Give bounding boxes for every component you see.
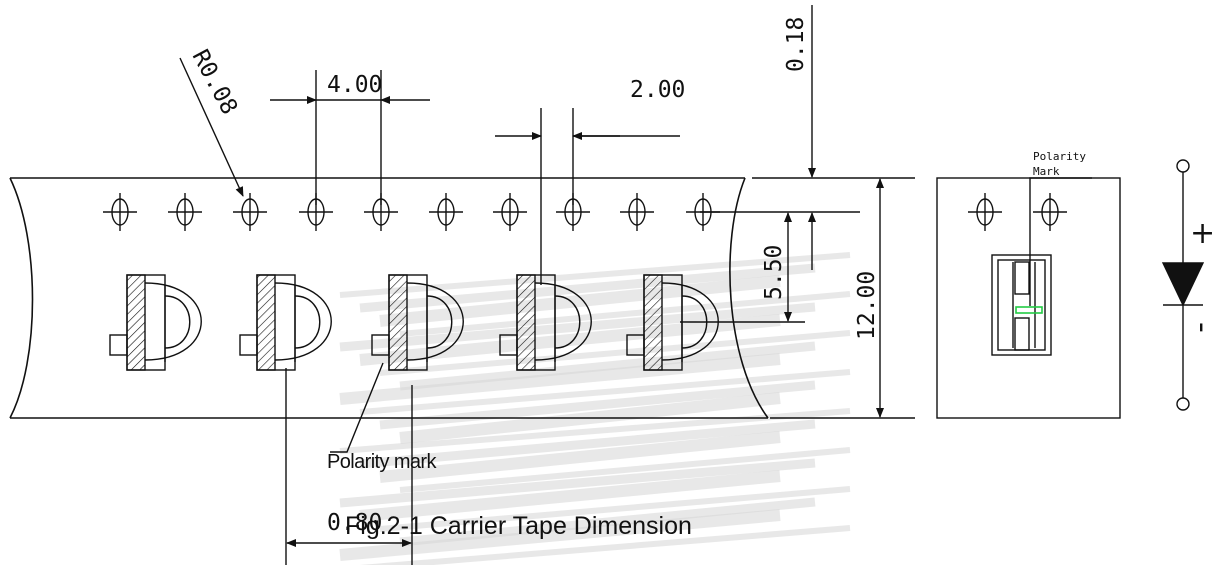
- watermark-streak: [379, 431, 781, 483]
- watermark-streak: [379, 275, 781, 327]
- watermark-streak: [399, 497, 816, 547]
- figure-caption: Fig.2-1 Carrier Tape Dimension: [345, 512, 692, 540]
- dimension-lines: [179, 5, 915, 565]
- watermark-streak: [399, 447, 851, 493]
- component-pockets: [109, 274, 719, 371]
- sprocket-hole: [493, 193, 527, 231]
- carrier-tape: [9, 177, 769, 419]
- bottom-dimension: 0.80: [327, 510, 382, 536]
- led-component: [239, 274, 332, 371]
- sprocket-hole: [233, 193, 267, 231]
- pocket-detail-view: [936, 177, 1121, 419]
- led-component: [499, 274, 592, 371]
- minus-sign: -: [1185, 322, 1218, 333]
- watermark-streak: [339, 509, 781, 561]
- detail-sprocket-holes: [968, 193, 1067, 231]
- center-distance-dimension: 5.50: [761, 245, 787, 300]
- watermark-streak: [399, 291, 851, 337]
- watermark-streak: [359, 314, 781, 366]
- polarity-highlight: [1015, 306, 1043, 314]
- watermark-streak: [359, 470, 781, 522]
- tape-width-dimension: 12.00: [854, 271, 880, 340]
- tape-edge-dimension: 0.18: [783, 17, 809, 72]
- plus-sign: +: [1190, 216, 1215, 251]
- polarity-mark-detail-line2: Mark: [1033, 165, 1060, 178]
- radius-dimension: R0.08: [187, 46, 242, 119]
- watermark-streak: [339, 302, 816, 352]
- polarity-mark-detail-line1: Polarity: [1033, 150, 1086, 163]
- watermark-streak: [359, 419, 816, 469]
- watermark-streak: [359, 369, 851, 415]
- watermark-streak: [359, 525, 851, 565]
- watermark-streak: [359, 263, 816, 313]
- polarity-mark-label: Polarity mark: [327, 451, 437, 473]
- sprocket-hole: [429, 193, 463, 231]
- led-component: [371, 274, 464, 371]
- sprocket-hole: [103, 193, 137, 231]
- led-component: [626, 274, 719, 371]
- detail-sprocket-hole: [1033, 193, 1067, 231]
- sprocket-hole: [620, 193, 654, 231]
- hole-offset-dimension: 2.00: [630, 77, 685, 103]
- watermark-streak: [379, 330, 851, 376]
- detail-sprocket-hole: [968, 193, 1002, 231]
- sprocket-hole: [168, 193, 202, 231]
- watermark-streak: [339, 353, 781, 405]
- watermark-streak: [339, 458, 816, 508]
- sprocket-holes: [103, 193, 720, 231]
- watermark-streak: [399, 341, 816, 391]
- pitch-dimension: 4.00: [327, 72, 382, 98]
- watermark-streak: [339, 252, 851, 298]
- led-component: [109, 274, 202, 371]
- diode-symbol: [1161, 159, 1205, 411]
- watermark-streak: [379, 486, 851, 532]
